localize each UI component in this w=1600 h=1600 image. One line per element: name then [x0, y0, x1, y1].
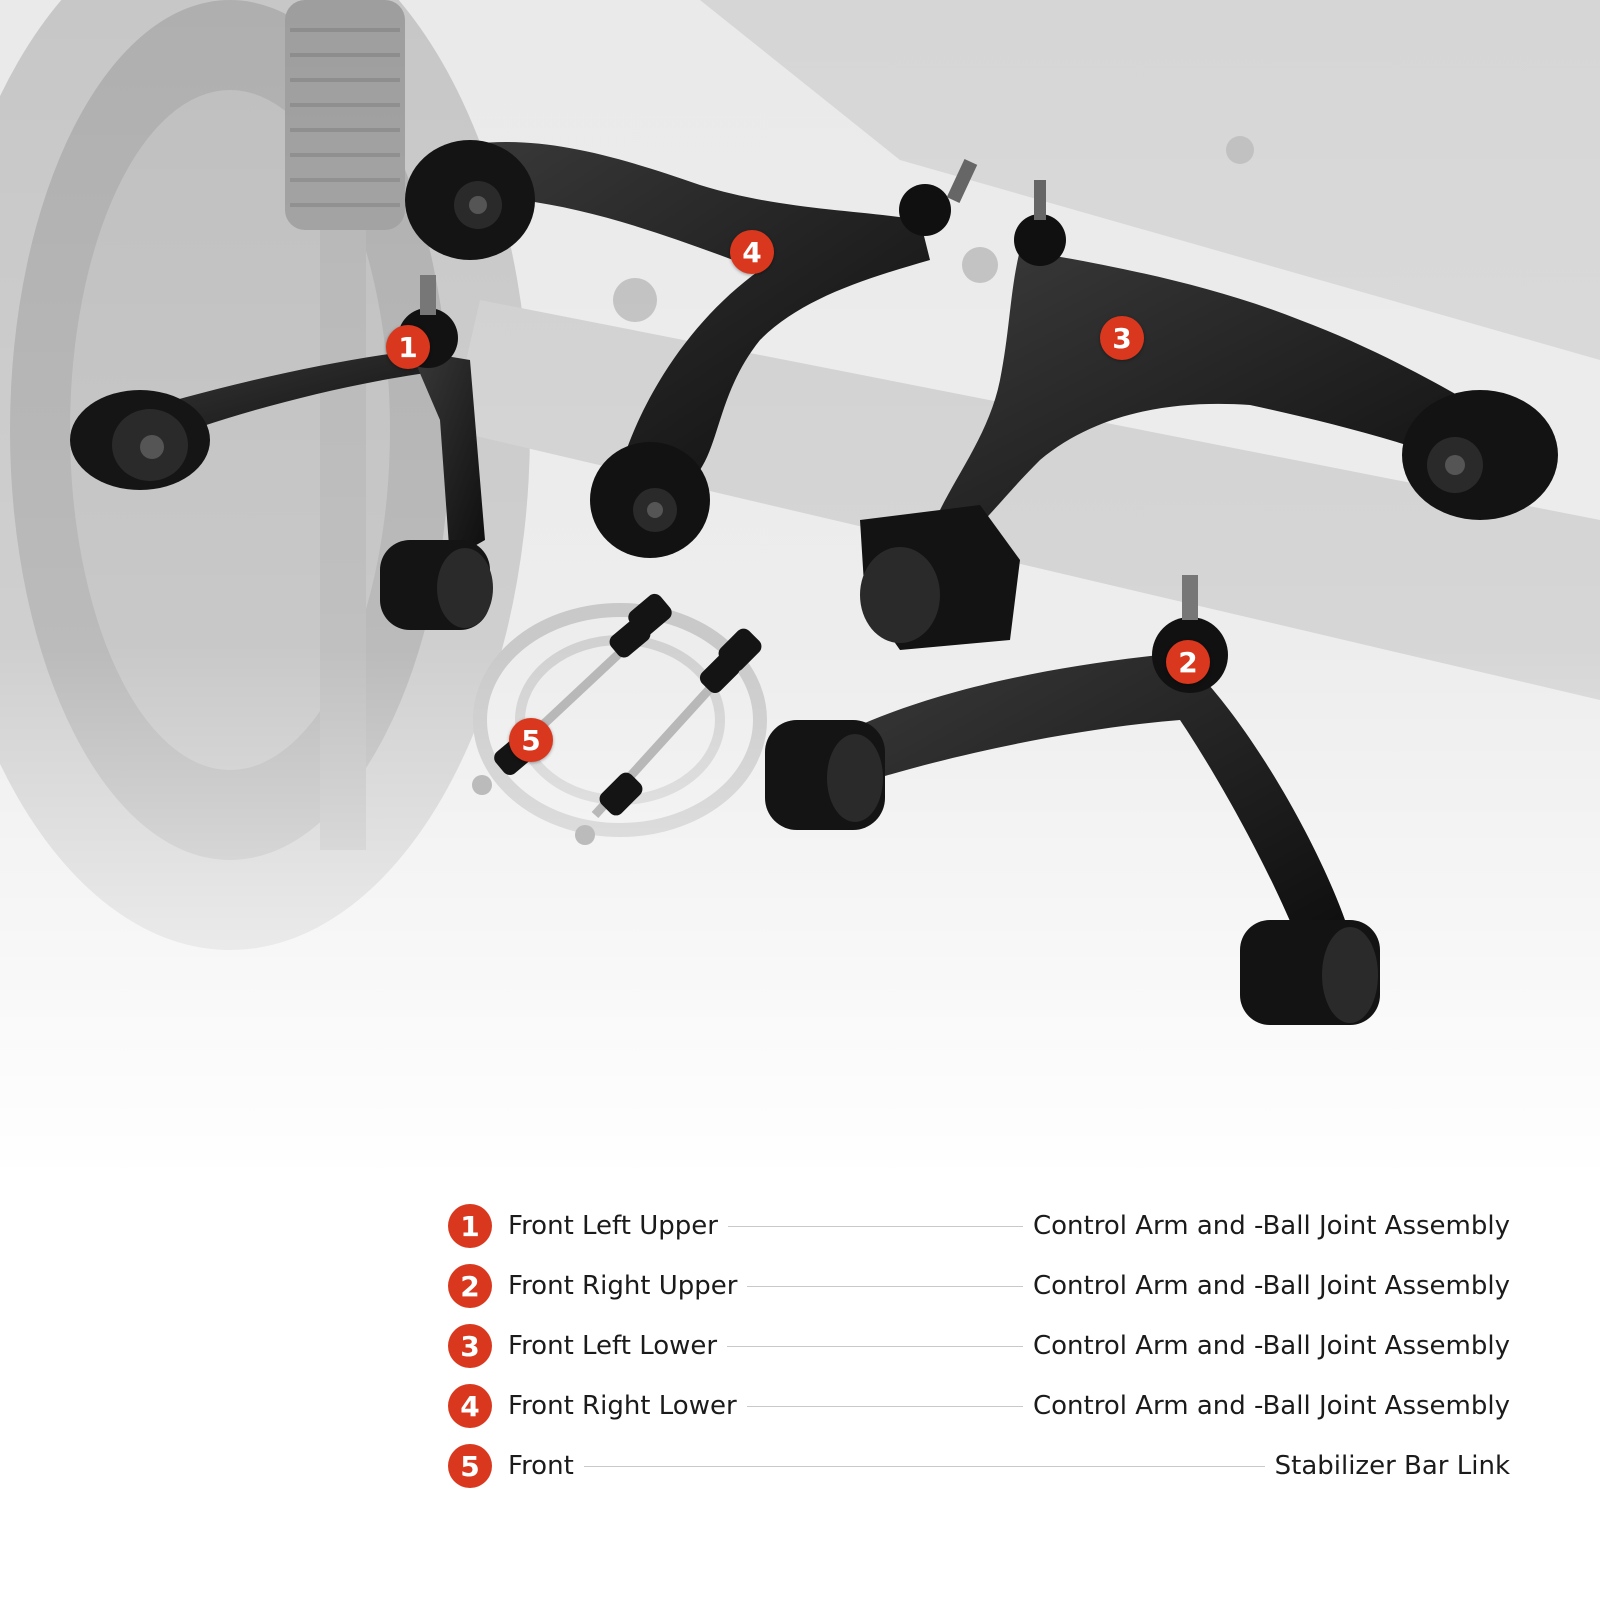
front-right-lower-arm — [405, 140, 978, 558]
callout-badge-3: 3 — [1100, 316, 1144, 360]
stabilizer-bar-links — [472, 593, 762, 845]
parts-legend: 1 Front Left Upper Control Arm and -Ball… — [448, 1196, 1510, 1496]
legend-leader-line — [583, 1465, 1265, 1467]
legend-row: 2 Front Right Upper Control Arm and -Bal… — [448, 1256, 1510, 1316]
legend-part-label: Stabilizer Bar Link — [1274, 1451, 1510, 1481]
legend-part-label: Control Arm and -Ball Joint Assembly — [1032, 1391, 1510, 1421]
legend-leader-line — [747, 1285, 1023, 1287]
legend-part-label: Control Arm and -Ball Joint Assembly — [1032, 1271, 1510, 1301]
legend-position-label: Front Left Upper — [508, 1211, 718, 1241]
legend-part-label: Control Arm and -Ball Joint Assembly — [1032, 1331, 1510, 1361]
legend-number-badge: 5 — [448, 1444, 492, 1488]
legend-leader-line — [727, 1225, 1023, 1227]
legend-row: 3 Front Left Lower Control Arm and -Ball… — [448, 1316, 1510, 1376]
legend-number-badge: 3 — [448, 1324, 492, 1368]
legend-row: 5 Front Stabilizer Bar Link — [448, 1436, 1510, 1496]
legend-leader-line — [727, 1345, 1023, 1347]
legend-row: 4 Front Right Lower Control Arm and -Bal… — [448, 1376, 1510, 1436]
callout-badge-5: 5 — [509, 718, 553, 762]
legend-position-label: Front Right Upper — [508, 1271, 738, 1301]
legend-number-badge: 2 — [448, 1264, 492, 1308]
callout-badge-4: 4 — [730, 230, 774, 274]
legend-leader-line — [746, 1405, 1023, 1407]
front-right-upper-arm — [765, 575, 1380, 1025]
legend-number-badge: 4 — [448, 1384, 492, 1428]
legend-part-label: Control Arm and -Ball Joint Assembly — [1032, 1211, 1510, 1241]
legend-number-badge: 1 — [448, 1204, 492, 1248]
front-left-lower-arm — [860, 180, 1558, 650]
legend-position-label: Front Left Lower — [508, 1331, 718, 1361]
legend-position-label: Front Right Lower — [508, 1391, 737, 1421]
front-left-upper-arm — [70, 275, 493, 630]
scene-illustration — [0, 0, 1600, 1180]
product-scene: 1 2 3 4 5 — [0, 0, 1600, 1180]
callout-badge-2: 2 — [1166, 640, 1210, 684]
legend-row: 1 Front Left Upper Control Arm and -Ball… — [448, 1196, 1510, 1256]
callout-badge-1: 1 — [386, 325, 430, 369]
legend-position-label: Front — [508, 1451, 574, 1481]
